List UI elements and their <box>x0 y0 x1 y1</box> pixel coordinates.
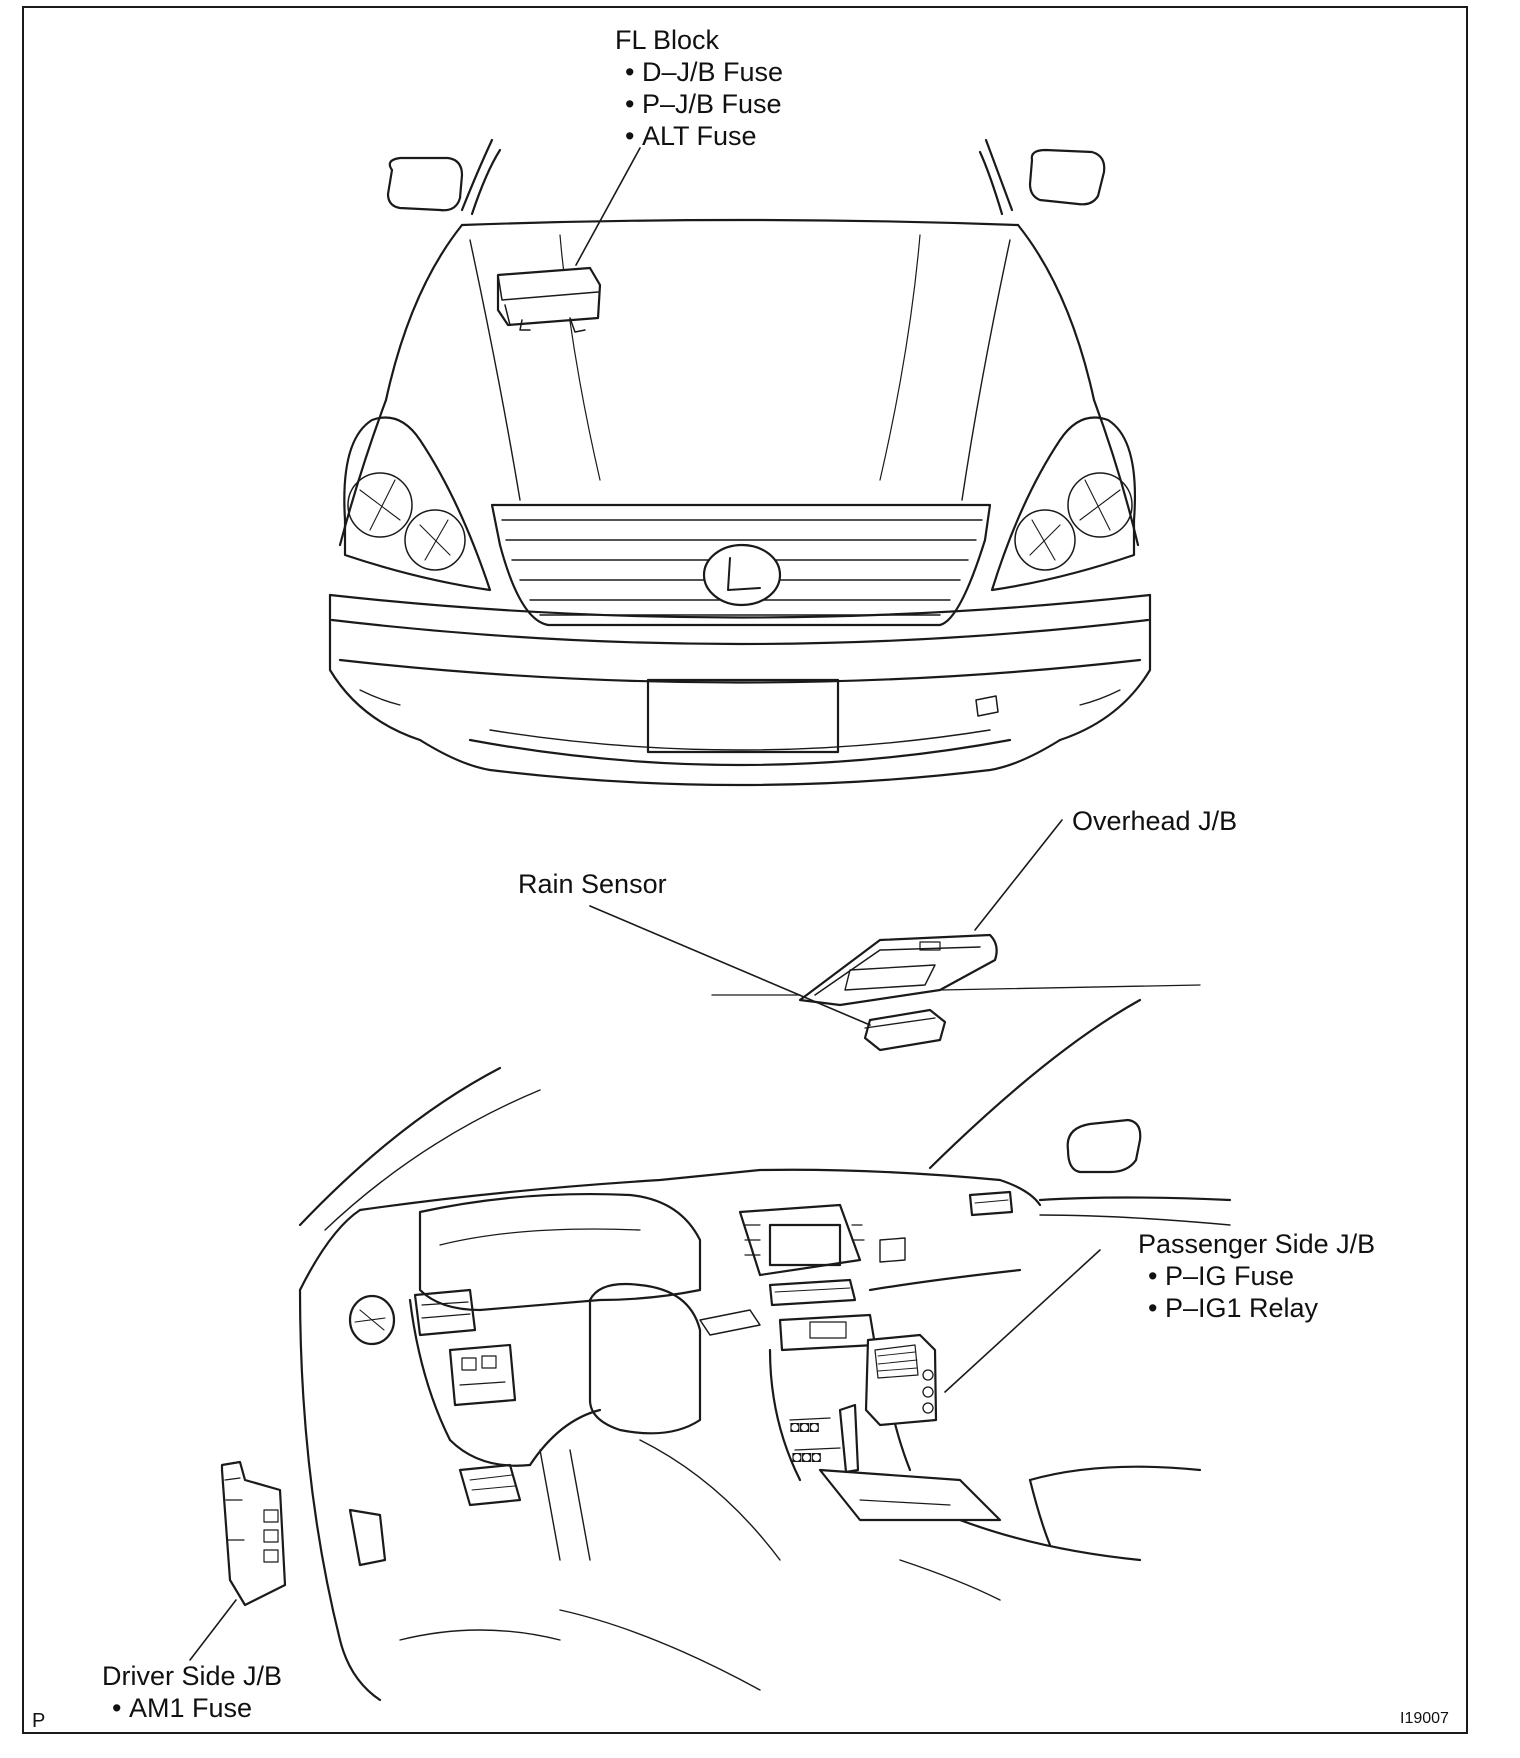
car-front-view <box>328 138 1152 787</box>
interior-dashboard-view: ◘◘◘ ◘◘◘ <box>189 998 1232 1702</box>
driver-jb-item-am1-fuse: AM1 Fuse <box>102 1692 282 1724</box>
fl-block-title: FL Block <box>615 25 720 55</box>
overhead-module-view <box>589 819 1201 1052</box>
fl-block-item-pjb-fuse: P–J/B Fuse <box>615 88 783 120</box>
overhead-jb-label: Overhead J/B <box>1072 805 1237 837</box>
passenger-jb-item-pig1-relay: P–IG1 Relay <box>1138 1292 1375 1324</box>
rain-sensor-title: Rain Sensor <box>518 869 667 899</box>
passenger-jb-item-pig-fuse: P–IG Fuse <box>1138 1260 1375 1292</box>
driver-jb-title: Driver Side J/B <box>102 1661 283 1691</box>
rain-sensor-label: Rain Sensor <box>518 868 667 900</box>
corner-marker: P <box>32 1710 46 1732</box>
driver-side-jb-label: Driver Side J/B AM1 Fuse <box>102 1660 282 1724</box>
svg-text:◘◘◘: ◘◘◘ <box>792 1449 821 1466</box>
svg-text:◘◘◘: ◘◘◘ <box>790 1419 819 1436</box>
fl-block-label: FL Block D–J/B Fuse P–J/B Fuse ALT Fuse <box>615 24 783 152</box>
passenger-side-jb-label: Passenger Side J/B P–IG Fuse P–IG1 Relay <box>1138 1228 1375 1324</box>
diagram-frame <box>22 6 1468 1734</box>
fl-block-item-alt-fuse: ALT Fuse <box>615 120 783 152</box>
overhead-jb-title: Overhead J/B <box>1072 806 1238 836</box>
figure-id: I19007 <box>1400 1710 1449 1727</box>
passenger-jb-title: Passenger Side J/B <box>1138 1229 1376 1259</box>
fl-block-item-djb-fuse: D–J/B Fuse <box>615 56 783 88</box>
